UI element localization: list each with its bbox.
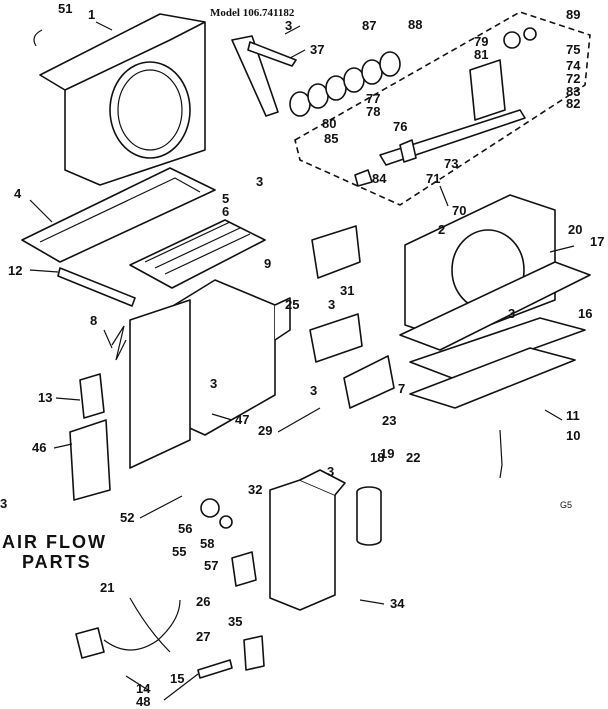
model-number: Model 106.741182: [210, 7, 295, 19]
callout-12: 12: [8, 263, 22, 278]
clamp-part-27: [243, 635, 265, 671]
callout-15: 15: [170, 671, 184, 686]
callout-84: 84: [372, 171, 387, 186]
callout-29: 29: [258, 423, 272, 438]
callout-22: 22: [406, 450, 420, 465]
knob-part-56: [200, 498, 220, 518]
callout-55: 55: [172, 544, 186, 559]
right-housing-part: [399, 194, 591, 351]
base-pan-part: [21, 167, 216, 263]
callout-2: 2: [438, 222, 445, 237]
callout-58: 58: [200, 536, 214, 551]
callout-87: 87: [362, 18, 376, 33]
callout-51: 51: [58, 1, 72, 16]
callout-78: 78: [366, 104, 380, 119]
callout-3-c: 3: [328, 297, 335, 312]
callout-3-h: 3: [0, 496, 7, 511]
callout-80: 80: [322, 116, 336, 131]
bracket-part-37: [231, 35, 297, 117]
switch-part-26: [231, 551, 257, 587]
callout-73: 73: [444, 156, 458, 171]
motor-assembly-outline: [294, 11, 591, 206]
callout-3-f: 3: [508, 306, 515, 321]
callout-11: 11: [566, 408, 580, 423]
drain-pan-parts: [409, 317, 586, 409]
rod-part: [57, 267, 136, 307]
callout-18: 18: [370, 450, 384, 465]
leader-lines: [29, 21, 575, 701]
callout-72: 72: [566, 71, 580, 86]
callout-3-top: 3: [285, 18, 292, 33]
callout-8: 8: [90, 313, 97, 328]
callout-23: 23: [382, 413, 396, 428]
callout-57: 57: [204, 558, 218, 573]
callout-3-e: 3: [310, 383, 317, 398]
left-side-parts: [69, 299, 191, 501]
callout-46: 46: [32, 440, 46, 455]
bracket-part-31: [311, 225, 361, 279]
callout-7: 7: [398, 381, 405, 396]
callout-35: 35: [228, 614, 242, 629]
callout-82: 82: [566, 96, 580, 111]
callout-13: 13: [38, 390, 52, 405]
filter-grid-part: [129, 219, 266, 289]
callout-34: 34: [390, 596, 405, 611]
callout-32: 32: [248, 482, 262, 497]
callout-70: 70: [452, 203, 466, 218]
callout-3-mid: 3: [256, 174, 263, 189]
callout-16: 16: [578, 306, 592, 321]
tube-part-48: [197, 659, 233, 679]
callout-79: 79: [474, 34, 488, 49]
section-title-line2: PARTS: [22, 552, 92, 572]
callout-17: 17: [590, 234, 604, 249]
callout-27: 27: [196, 629, 210, 644]
callout-9: 9: [264, 256, 271, 271]
callout-21: 21: [100, 580, 114, 595]
knob-part-58: [219, 515, 233, 529]
callout-3-d: 3: [210, 376, 217, 391]
motor-assembly-parts: [289, 27, 537, 187]
control-box-part: [269, 469, 346, 611]
callout-20: 20: [568, 222, 582, 237]
callout-83: 83: [566, 84, 580, 99]
callout-52: 52: [120, 510, 134, 525]
callout-85: 85: [324, 131, 338, 146]
callout-77: 77: [366, 91, 380, 106]
callout-48: 48: [136, 694, 150, 709]
callout-74: 74: [566, 58, 581, 73]
callout-5: 5: [222, 191, 229, 206]
capacitor-part: [356, 486, 382, 546]
callout-75: 75: [566, 42, 580, 57]
clip-part: [33, 29, 43, 47]
callout-25: 25: [285, 297, 299, 312]
callout-26: 26: [196, 594, 210, 609]
callout-31: 31: [340, 283, 354, 298]
front-shroud-part: [39, 13, 206, 186]
footer-code: G5: [560, 500, 572, 510]
callout-71: 71: [426, 171, 440, 186]
section-title-line1: AIR FLOW: [2, 532, 107, 552]
callout-19: 19: [380, 446, 394, 461]
callout-37: 37: [310, 42, 324, 57]
callout-10: 10: [566, 428, 580, 443]
callout-3-g: 3: [327, 464, 334, 479]
callout-88: 88: [408, 17, 422, 32]
power-cord-part: [75, 597, 181, 659]
callout-1: 1: [88, 7, 95, 22]
callout-81: 81: [474, 47, 488, 62]
callout-56: 56: [178, 521, 192, 536]
control-bracket-25: [309, 313, 363, 363]
callout-47: 47: [235, 412, 249, 427]
callout-89: 89: [566, 7, 580, 22]
wire-part-10: [499, 429, 503, 479]
callout-76: 76: [393, 119, 407, 134]
callout-4: 4: [14, 186, 22, 201]
control-bracket-23: [343, 355, 395, 409]
callout-6: 6: [222, 204, 229, 219]
